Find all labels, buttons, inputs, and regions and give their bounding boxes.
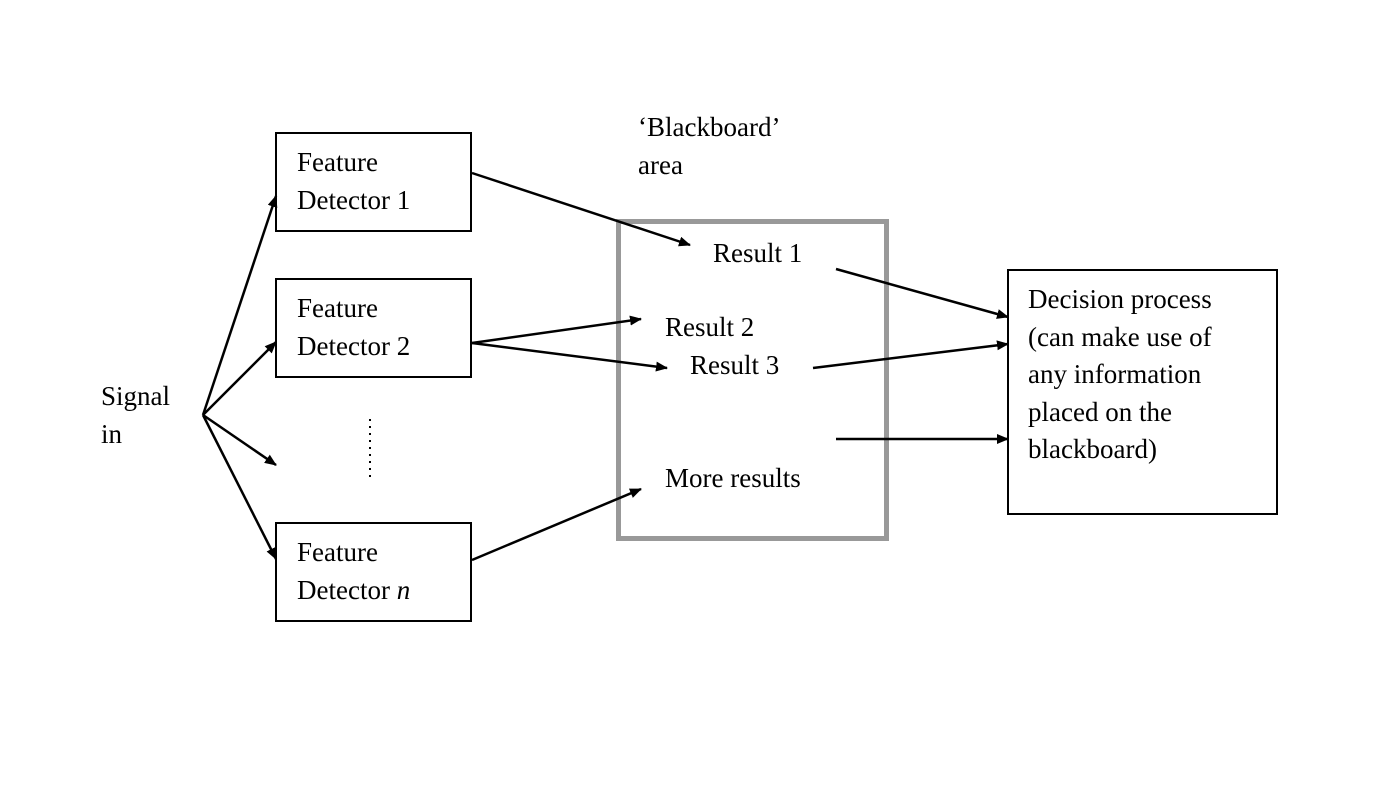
- blackboard-area-label: ‘Blackboard’ area: [638, 109, 780, 184]
- decision-line-1: Decision process: [1028, 284, 1212, 314]
- detector-n-line-1: Feature: [297, 537, 378, 567]
- decision-process-label: Decision process (can make use of any in…: [1028, 281, 1212, 469]
- blackboard-label-line-1: ‘Blackboard’: [638, 112, 781, 142]
- arrow-signal-to-ellipsis: [202, 413, 277, 467]
- decision-line-5: blackboard): [1028, 434, 1157, 464]
- signal-label-line-1: Signal: [101, 381, 171, 411]
- detector-2-line-2: Detector 2: [297, 330, 411, 361]
- feature-detector-2-label: Feature Detector 2: [297, 290, 410, 365]
- result-2-label: Result 2: [665, 312, 755, 342]
- more-results-label: More results: [665, 463, 801, 493]
- arrow-signal-to-detector-1: [201, 195, 278, 416]
- arrow-signal-to-detector-2: [202, 341, 277, 416]
- feature-detector-n-label: Feature Detector n: [297, 534, 410, 609]
- result-1-label: Result 1: [713, 238, 803, 268]
- detector-1-line-1: Feature: [297, 147, 378, 177]
- detector-n-line-2: Detector n: [297, 572, 410, 610]
- decision-line-4: placed on the: [1028, 396, 1172, 427]
- detector-n-prefix: Detector: [297, 574, 397, 605]
- decision-process-box: [1007, 269, 1278, 515]
- blackboard-label-line-2: area: [638, 149, 683, 180]
- signal-label-line-2: in: [101, 418, 123, 449]
- detector-1-line-2: Detector 1: [297, 184, 411, 215]
- detector-n-variable: n: [396, 574, 411, 605]
- feature-detector-1-label: Feature Detector 1: [297, 144, 410, 219]
- blackboard-area-box: [616, 219, 889, 541]
- arrow-signal-to-detector-n: [201, 414, 278, 560]
- decision-line-2: (can make use of: [1028, 321, 1212, 352]
- signal-in-label: Signal in: [101, 378, 170, 453]
- decision-line-3: any information: [1028, 359, 1202, 389]
- feature-detector-n-box: [275, 522, 472, 622]
- detector-2-line-1: Feature: [297, 293, 378, 323]
- result-3-label: Result 3: [690, 350, 780, 380]
- feature-detector-1-box: [275, 132, 472, 232]
